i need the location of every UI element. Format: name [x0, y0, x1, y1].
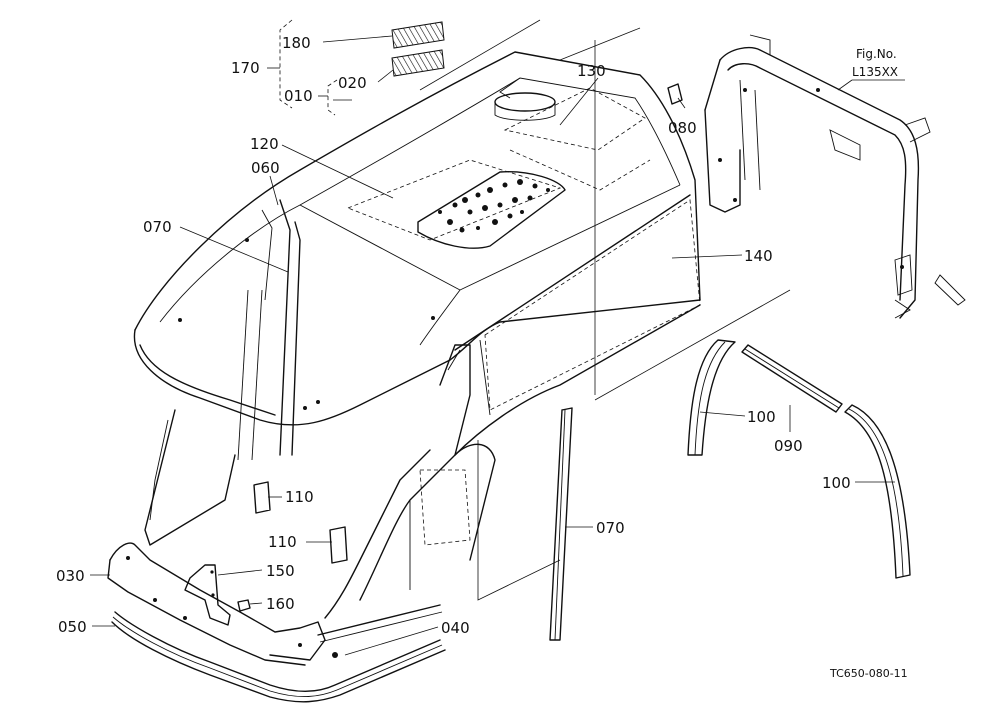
callout-090: 090 [774, 437, 803, 455]
lower-body [324, 19, 791, 619]
front-frame [144, 199, 471, 546]
strip-070 [549, 407, 573, 641]
rops-frame [704, 34, 966, 319]
callout-110-lower: 110 [268, 533, 297, 551]
sunroof-speckles [438, 179, 550, 233]
floor-trim [107, 542, 446, 703]
callout-100-left: 100 [747, 408, 776, 426]
decal-180 [391, 21, 445, 49]
callout-060: 060 [251, 159, 280, 177]
decal-020 [391, 49, 445, 77]
callout-150: 150 [266, 562, 295, 580]
side-panel [454, 199, 701, 456]
drawing-code: TC650-080-11 [829, 667, 908, 680]
clip-080 [667, 83, 683, 105]
callout-070-lower: 070 [596, 519, 625, 537]
figure-ref-code: L135XX [852, 65, 898, 79]
seal-100-left [687, 339, 736, 456]
callout-030: 030 [56, 567, 85, 585]
callout-080: 080 [668, 119, 697, 137]
callout-020: 020 [338, 74, 367, 92]
callout-050: 050 [58, 618, 87, 636]
callout-070-upper: 070 [143, 218, 172, 236]
callout-040: 040 [441, 619, 470, 637]
pad-110-a [253, 481, 271, 514]
callout-170: 170 [231, 59, 260, 77]
callout-140: 140 [744, 247, 773, 265]
callout-110-upper: 110 [285, 488, 314, 506]
callout-labels: 180 170 020 010 130 080 120 060 070 140 … [56, 34, 851, 637]
seal-090 [741, 344, 843, 413]
callout-180: 180 [282, 34, 311, 52]
callout-010: 010 [284, 87, 313, 105]
cab-roof [133, 51, 701, 426]
callout-160: 160 [266, 595, 295, 613]
callout-130: 130 [577, 62, 606, 80]
callout-100-right: 100 [822, 474, 851, 492]
figure-ref-title: Fig.No. [856, 47, 897, 61]
seal-100-right [844, 404, 911, 579]
pad-110-b [329, 526, 348, 564]
leader-lines [90, 19, 905, 656]
callout-120: 120 [250, 135, 279, 153]
